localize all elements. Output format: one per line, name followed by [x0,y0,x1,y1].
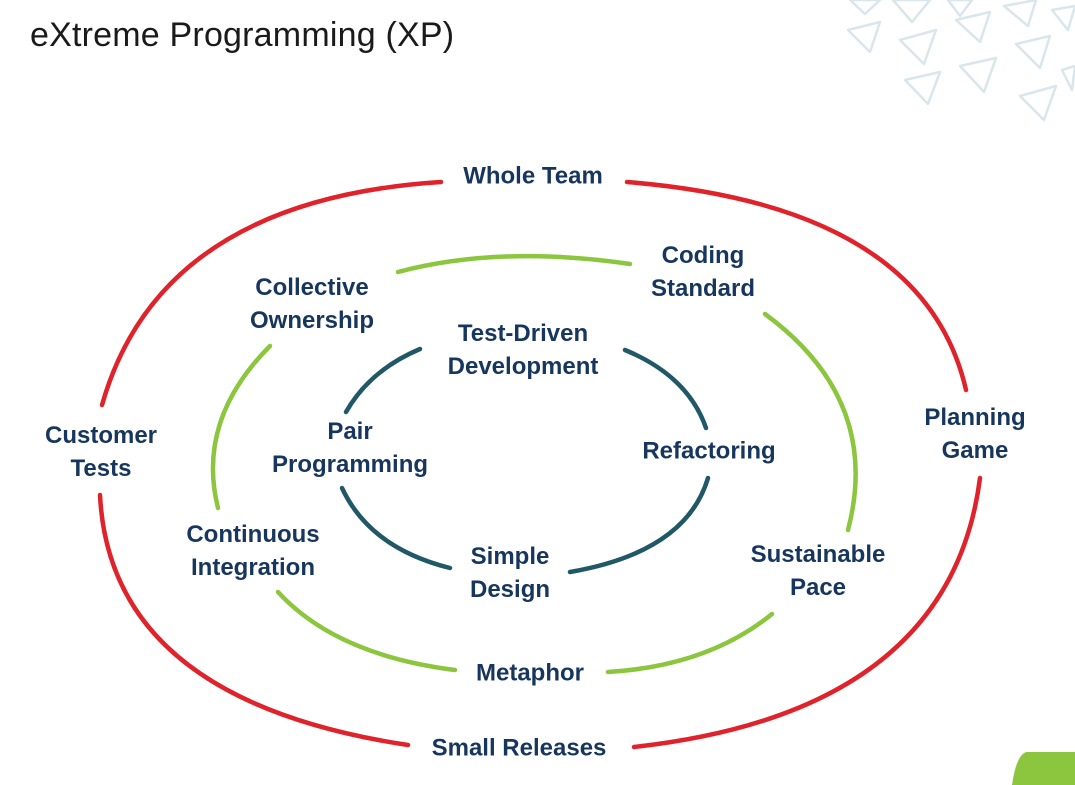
practice-line: Small Releases [431,734,607,762]
practice-line: Pair [327,418,373,445]
practice-line: Simple [470,543,550,570]
practice-line: Design [469,576,551,603]
outer-ring-arc [624,179,969,393]
practice-customer-tests: Customer Tests [45,419,157,485]
middle-ring [210,253,858,675]
practice-line: Test-Driven [457,320,589,347]
practice-line: Pace [789,574,847,601]
practice-test-driven-development: Test-Driven Development [448,317,599,383]
corner-tab [1012,752,1075,785]
practice-continuous-integration: Continuous Integration [186,518,319,584]
inner-ring-arc [567,475,711,575]
inner-ring [339,346,711,575]
slide-title: eXtreme Programming (XP) [30,16,455,54]
practice-planning-game: Planning Game [924,401,1025,467]
middle-ring-arc [605,611,775,675]
outer-ring-arc [99,179,444,408]
practice-coding-standard: Coding Standard [651,239,755,305]
outer-ring [97,179,983,750]
practice-refactoring: Refactoring [642,435,775,468]
middle-ring-arc [210,343,273,511]
inner-ring-arc [622,347,709,431]
practice-line: Customer [44,422,158,449]
middle-ring-arc [275,589,458,673]
inner-ring-arc [339,485,453,571]
practice-line: Development [447,353,599,380]
practice-whole-team: Whole Team [463,160,603,193]
practice-line: Game [941,437,1009,464]
practice-sustainable-pace: Sustainable Pace [751,538,886,604]
outer-ring-arc [97,492,411,748]
practice-collective-ownership: Collective Ownership [250,271,374,337]
middle-ring-arc [762,311,858,533]
practice-line: Tests [70,455,132,482]
inner-ring-arc [343,346,423,415]
practice-small-releases: Small Releases [432,732,607,765]
practice-line: Integration [191,554,315,581]
practice-line: Ownership [249,307,375,334]
practice-simple-design: Simple Design [470,540,550,606]
practice-line: Continuous [186,521,320,548]
practice-line: Planning [924,404,1026,431]
practice-line: Programming [271,451,429,478]
practice-line: Refactoring [642,437,776,465]
outer-ring-arc [631,475,983,750]
practice-line: Whole Team [463,162,603,190]
practice-pair-programming: Pair Programming [272,415,428,481]
decorative-pattern [846,0,1075,122]
practice-line: Collective [255,274,369,301]
practice-line: Coding [661,242,745,269]
middle-ring-arc [395,253,633,275]
practice-line: Standard [650,275,756,302]
practice-metaphor: Metaphor [476,657,584,690]
practice-line: Metaphor [476,659,584,687]
practice-line: Sustainable [750,541,886,568]
